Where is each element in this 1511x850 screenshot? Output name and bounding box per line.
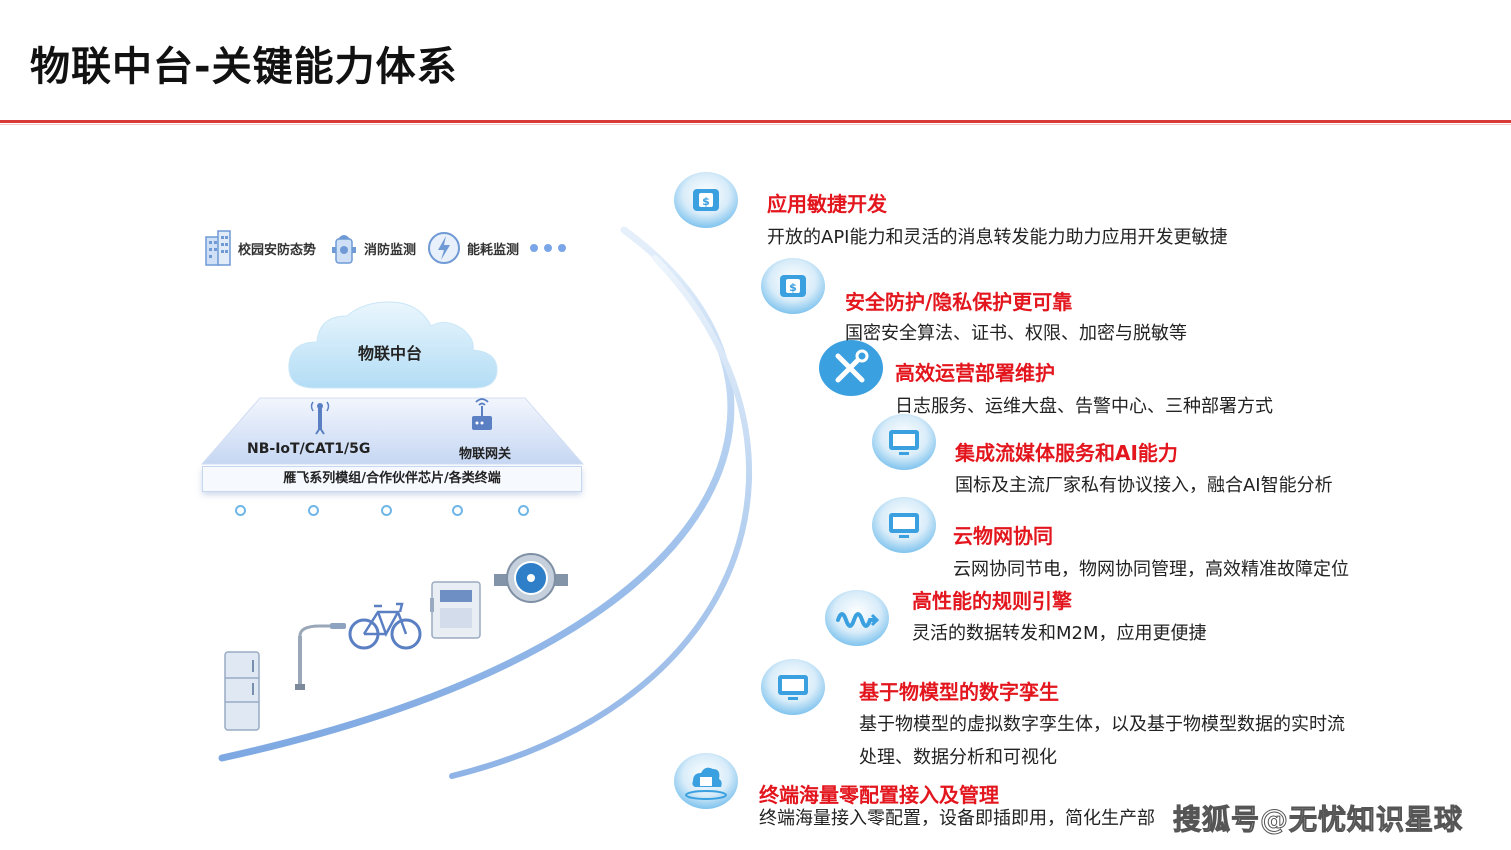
capability-desc: 云网协同节电，物网协同管理，高效精准故障定位 xyxy=(953,559,1349,580)
bicycle-icon xyxy=(348,602,422,650)
cloud-device-icon xyxy=(674,753,738,809)
capability-title: 云物网协同 xyxy=(953,524,1053,548)
page-title: 物联中台-关键能力体系 xyxy=(30,44,458,90)
network-platform xyxy=(200,397,585,465)
app-dev-icon: $ xyxy=(674,172,738,228)
cloud-label: 物联中台 xyxy=(357,344,422,363)
fridge-icon xyxy=(224,651,260,731)
module-band: 雁飞系列模组/合作伙伴芯片/各类终端 xyxy=(202,466,582,492)
scenario-energy: 能耗监测 xyxy=(427,228,519,268)
cloud-shape xyxy=(288,301,498,389)
monitor-icon xyxy=(761,659,825,715)
capability-title: 集成流媒体服务和AI能力 xyxy=(955,441,1178,465)
connector-dot xyxy=(452,505,463,516)
gateway-icon xyxy=(472,398,492,430)
lightning-icon xyxy=(428,232,460,264)
capability-desc: 基于物模型的虚拟数字孪生体，以及基于物模型数据的实时流 xyxy=(859,714,1345,735)
capability-title: 应用敏捷开发 xyxy=(767,192,887,216)
tower-icon xyxy=(310,401,330,435)
capability-title: 高性能的规则引擎 xyxy=(912,589,1072,613)
connector-dot xyxy=(381,505,392,516)
scenario-campus: 校园安防态势 xyxy=(204,228,316,268)
monitor-icon xyxy=(872,414,936,470)
capability-title: 高效运营部署维护 xyxy=(895,361,1055,385)
water-meter-icon xyxy=(494,553,568,603)
capability-desc: 开放的API能力和灵活的消息转发能力助力应用开发更敏捷 xyxy=(767,227,1228,248)
security-icon: $ xyxy=(761,258,825,314)
capability-desc: 国密安全算法、证书、权限、加密与脱敏等 xyxy=(845,323,1187,344)
svg-text:$: $ xyxy=(789,281,797,294)
monitor-icon xyxy=(872,497,936,553)
svg-text:$: $ xyxy=(702,195,710,208)
scenario-fire: 消防监测 xyxy=(330,228,416,268)
scenario-energy-label: 能耗监测 xyxy=(467,242,520,258)
gateway-label: 物联网关 xyxy=(459,447,512,462)
connector-dot xyxy=(235,505,246,516)
capability-title: 终端海量零配置接入及管理 xyxy=(759,783,999,807)
connector-dot xyxy=(518,505,529,516)
capability-title: 安全防护/隐私保护更可靠 xyxy=(845,290,1073,314)
title-divider-shadow xyxy=(0,124,1511,125)
wave-icon xyxy=(825,590,889,646)
capability-desc: 终端海量接入零配置，设备即插即用，简化生产部 xyxy=(759,808,1155,829)
network-label: NB-IoT/CAT1/5G xyxy=(247,441,371,457)
title-divider xyxy=(0,120,1511,123)
more-dots-icon xyxy=(530,244,566,252)
smart-meter-icon xyxy=(430,581,481,639)
building-icon xyxy=(205,230,231,266)
connector-dot xyxy=(308,505,319,516)
scenario-fire-label: 消防监测 xyxy=(364,242,417,258)
capability-desc: 国标及主流厂家私有协议接入，融合AI智能分析 xyxy=(955,475,1333,496)
street-lamp-icon xyxy=(295,623,346,690)
capability-desc: 日志服务、运维大盘、告警中心、三种部署方式 xyxy=(895,396,1273,417)
tools-icon xyxy=(819,340,883,396)
capability-title: 基于物模型的数字孪生 xyxy=(859,680,1059,704)
hydrant-icon xyxy=(332,235,356,264)
scenario-campus-label: 校园安防态势 xyxy=(238,242,317,258)
watermark-text: 搜狐号@无忧知识星球 xyxy=(1172,803,1464,837)
capability-desc-continued: 处理、数据分析和可视化 xyxy=(859,747,1057,768)
capability-desc: 灵活的数据转发和M2M，应用更便捷 xyxy=(912,623,1207,644)
